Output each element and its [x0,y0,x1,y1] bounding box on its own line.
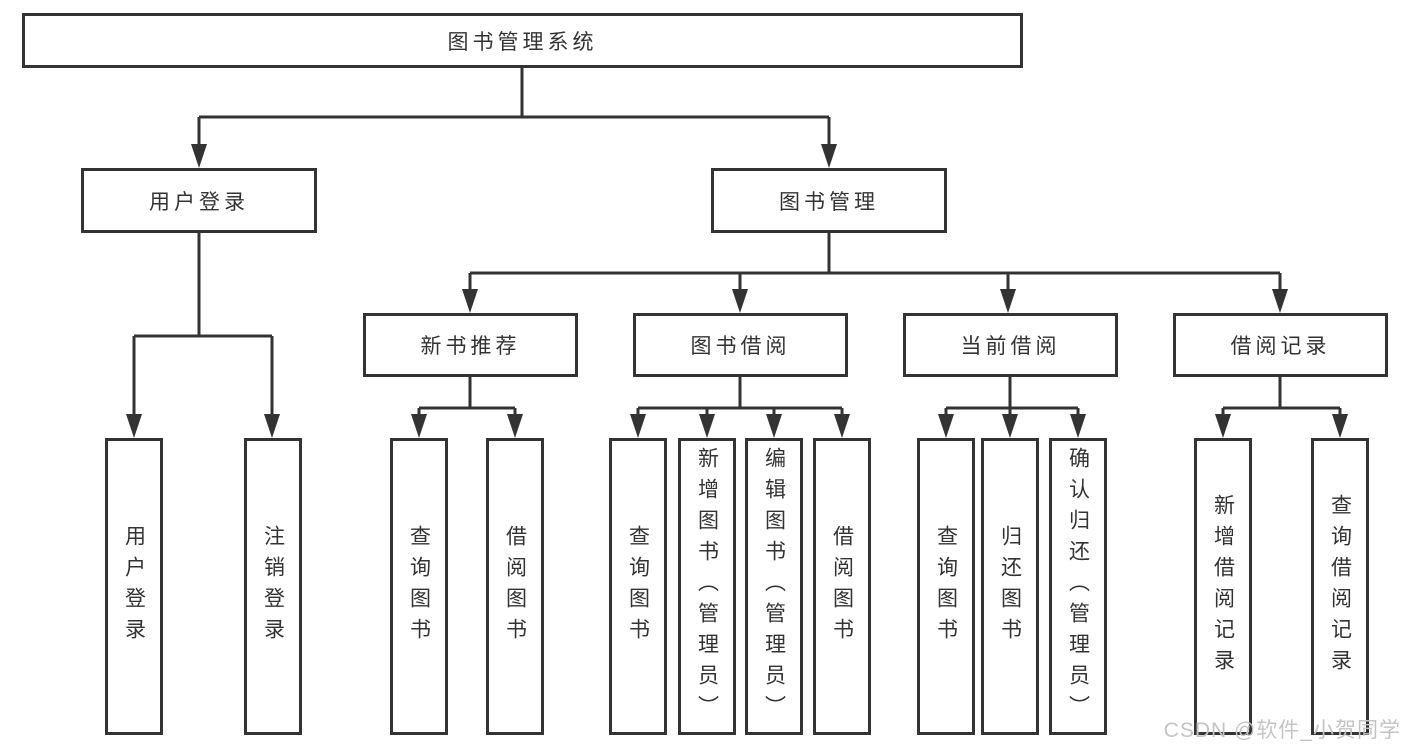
node-leaf-query-books-borrow: 查询图书 [609,438,667,735]
node-leaf-edit-book-admin: 编辑图书（管理员） [745,438,803,735]
connector-book-borrow [636,377,844,420]
connector-arrowheads [126,144,1348,438]
node-leaf-user-login: 用户登录 [105,438,163,735]
node-current-borrowing: 当前借阅 [903,313,1118,377]
node-book-borrowing: 图书借阅 [633,313,848,377]
node-leaf-query-books-newbooks: 查询图书 [390,438,448,735]
node-leaf-borrow-books-borrow: 借阅图书 [813,438,871,735]
node-leaf-confirm-return-admin: 确认归还（管理员） [1049,438,1107,735]
node-user-login: 用户登录 [81,168,317,233]
node-leaf-return-books: 归还图书 [981,438,1039,735]
leaf-label: 查询图书 [626,524,650,649]
leaf-label: 用户登录 [122,524,146,649]
leaf-label: 新增借阅记录 [1211,493,1235,680]
csdn-watermark: CSDN @软件_小贺同学 [1163,719,1401,742]
node-leaf-borrow-books-newbooks: 借阅图书 [486,438,544,735]
leaf-label: 借阅图书 [830,524,854,649]
leaf-label: 确认归还（管理员） [1066,447,1090,726]
node-leaf-add-borrow-record: 新增借阅记录 [1194,438,1252,735]
leaf-label: 查询图书 [407,524,431,649]
connector-user-login [132,233,274,418]
node-book-management: 图书管理 [711,168,947,233]
connector-new-books [417,377,517,420]
leaf-label: 查询借阅记录 [1328,493,1352,680]
connector-root [197,68,831,148]
node-leaf-query-borrow-record: 查询借阅记录 [1311,438,1369,735]
connector-borrow-records [1221,377,1342,420]
leaf-label: 查询图书 [934,524,958,649]
node-borrowing-records: 借阅记录 [1173,313,1388,377]
leaf-label: 新增图书（管理员） [695,447,719,726]
leaf-label: 归还图书 [998,524,1022,649]
node-leaf-logout: 注销登录 [244,438,302,735]
node-root-system: 图书管理系统 [22,13,1023,68]
node-leaf-query-books-current: 查询图书 [917,438,975,735]
connector-current-borrow [944,377,1080,420]
leaf-label: 编辑图书（管理员） [762,447,786,726]
connector-book-mgmt [468,233,1282,293]
node-leaf-add-book-admin: 新增图书（管理员） [678,438,736,735]
leaf-label: 借阅图书 [503,524,527,649]
leaf-label: 注销登录 [261,524,285,649]
node-new-book-recommend: 新书推荐 [363,313,578,377]
